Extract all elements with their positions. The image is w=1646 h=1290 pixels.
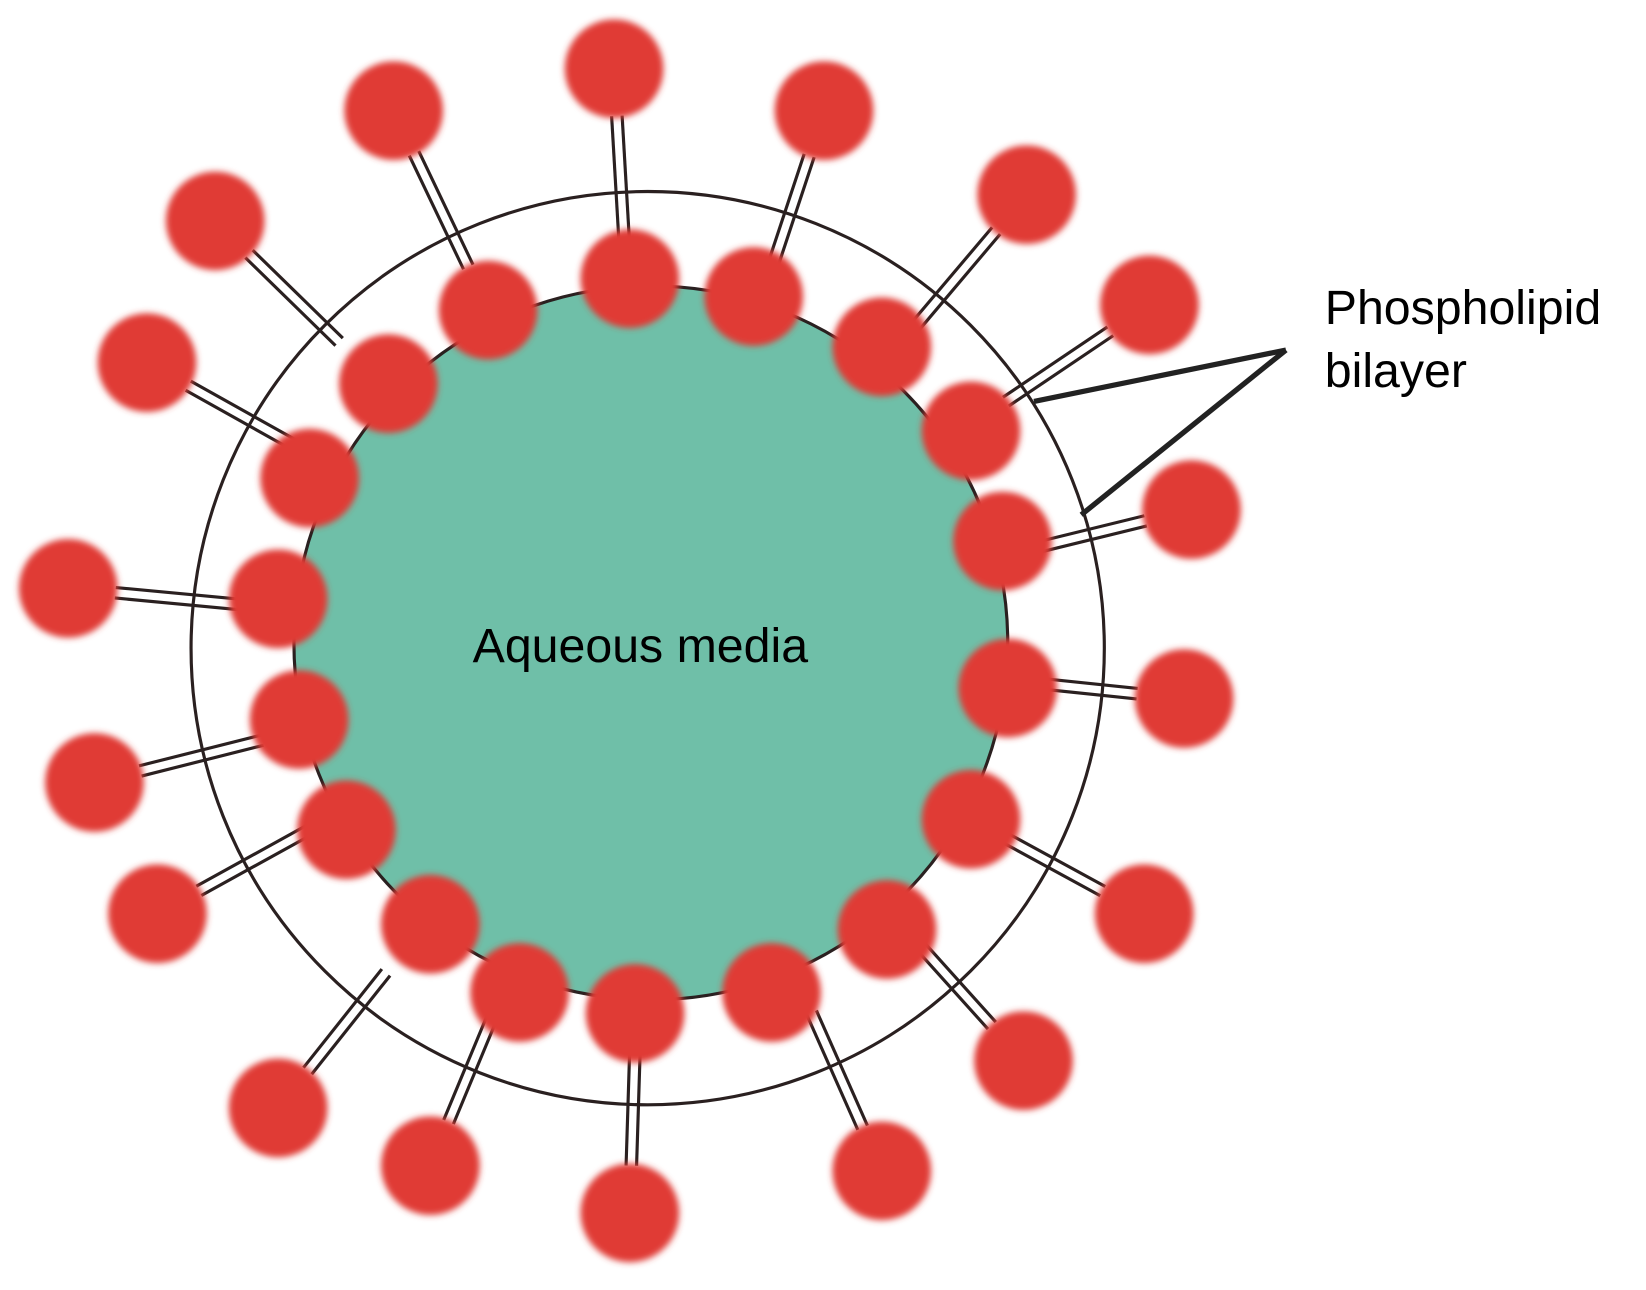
phospholipid-head (921, 769, 1021, 869)
lipid-tail (114, 596, 241, 612)
phospholipid-head (580, 1163, 680, 1263)
phospholipid-head (837, 880, 937, 979)
phospholipid-head (165, 171, 265, 271)
phospholipid-head (974, 1011, 1073, 1111)
lipid-tail (909, 226, 994, 325)
lipid-tail (917, 233, 1002, 332)
phospholipid-head (339, 334, 438, 433)
lipid-tail (310, 974, 392, 1076)
phospholipid-head (438, 260, 538, 360)
lipid-tail (610, 116, 621, 243)
lipid-tail (620, 115, 632, 242)
phospholipid-head (381, 874, 480, 974)
phospholipid-head (97, 313, 197, 412)
lipid-heads (18, 19, 1241, 1263)
aqueous-media-label: Aqueous media (473, 619, 809, 673)
phospholipid-head (1094, 864, 1194, 964)
phospholipid-head (344, 61, 443, 161)
phospholipid-head (108, 864, 207, 964)
phospholipid-head (228, 1058, 328, 1158)
phospholipid-head (18, 538, 118, 638)
callout-pointer-lower (1079, 347, 1288, 517)
phospholipid-head (585, 964, 685, 1063)
lipid-tail (407, 154, 465, 270)
lipid-tail (814, 1009, 869, 1127)
lipid-tail (417, 150, 475, 266)
lipid-tail (138, 733, 262, 768)
lipid-tail (251, 249, 344, 340)
phospholipid-head (45, 733, 144, 832)
phospholipid-head (260, 428, 360, 528)
phospholipid-head (1134, 649, 1234, 748)
phospholipid-head (722, 943, 821, 1042)
phospholipid-head (564, 19, 664, 119)
phospholipid-head (774, 61, 874, 161)
phospholipid-head (832, 1121, 932, 1221)
lipid-tail (805, 1014, 860, 1131)
phospholipid-head (832, 297, 932, 397)
lipid-tail (1002, 325, 1109, 399)
phospholipid-head (228, 549, 328, 649)
lipid-tail (195, 824, 308, 888)
lipid-tail (115, 585, 242, 601)
lipid-tail (200, 833, 313, 897)
phospholipid-head (958, 638, 1058, 738)
phospholipid-head (249, 670, 349, 769)
phospholipid-head (921, 381, 1021, 481)
phospholipid-head (704, 247, 804, 346)
lipid-tail (141, 743, 265, 778)
phospholipid-head (580, 229, 680, 328)
phospholipid-head (297, 780, 396, 880)
phospholipid-head (977, 145, 1076, 244)
phospholipid-head (381, 1116, 480, 1216)
phospholipid-head (1100, 255, 1199, 355)
lipid-tail (302, 968, 384, 1069)
phospholipid-head (953, 491, 1052, 591)
phospholipid-head (1142, 460, 1241, 559)
outer-membrane-ring (189, 189, 1106, 1107)
phospholipid-label: Phospholipid (1325, 281, 1601, 335)
callout-pointer-upper (1033, 347, 1287, 405)
bilayer-label: bilayer (1325, 344, 1467, 398)
lipid-tail (189, 379, 302, 445)
lipid-tail (244, 256, 337, 347)
phospholipid-head (470, 943, 569, 1042)
